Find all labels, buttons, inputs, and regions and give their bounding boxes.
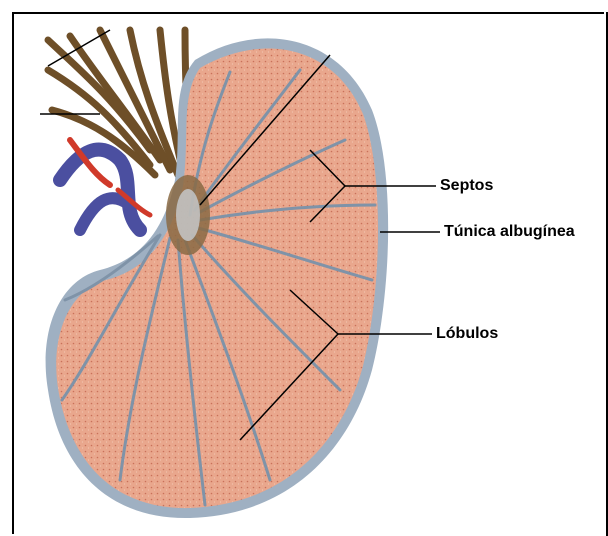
label-septos: Septos — [440, 177, 493, 195]
label-tunica-albuginea: Túnica albugínea — [444, 223, 575, 241]
label-lobulos: Lóbulos — [436, 325, 498, 343]
